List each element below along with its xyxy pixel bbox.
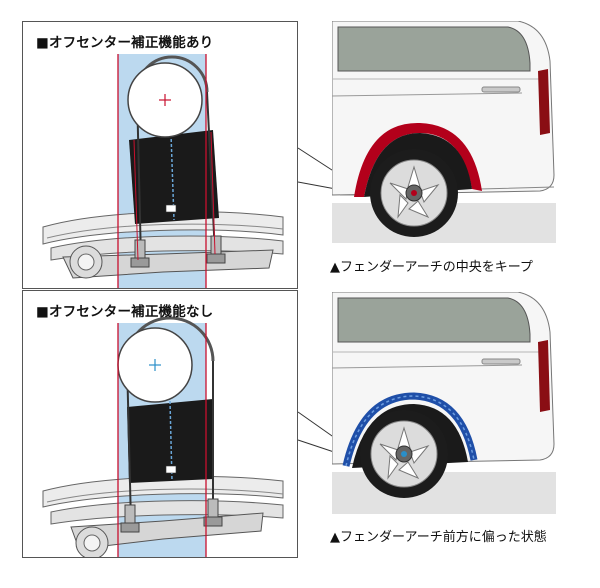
- uncorrected-detail-panel: ■オフセンター補正機能なし: [22, 290, 298, 558]
- car-arch-offset-photo: [332, 292, 556, 514]
- corrected-detail-panel: ■オフセンター補正機能あり: [22, 21, 298, 289]
- offset-caption: ▲フェンダーアーチ前方に偏った状態: [330, 530, 547, 545]
- van-rear-wheel-illustration: [332, 21, 556, 243]
- car-arch-centered-photo: [332, 21, 556, 243]
- van-rear-wheel-illustration-offset: [332, 292, 556, 514]
- corrected-panel-title: ■オフセンター補正機能あり: [36, 35, 214, 51]
- uncorrected-suspension-diagram: [42, 316, 284, 557]
- centered-caption: ▲フェンダーアーチの中央をキープ: [330, 260, 533, 275]
- uncorrected-panel-title: ■オフセンター補正機能なし: [36, 304, 214, 320]
- corrected-suspension-diagram: [42, 54, 284, 288]
